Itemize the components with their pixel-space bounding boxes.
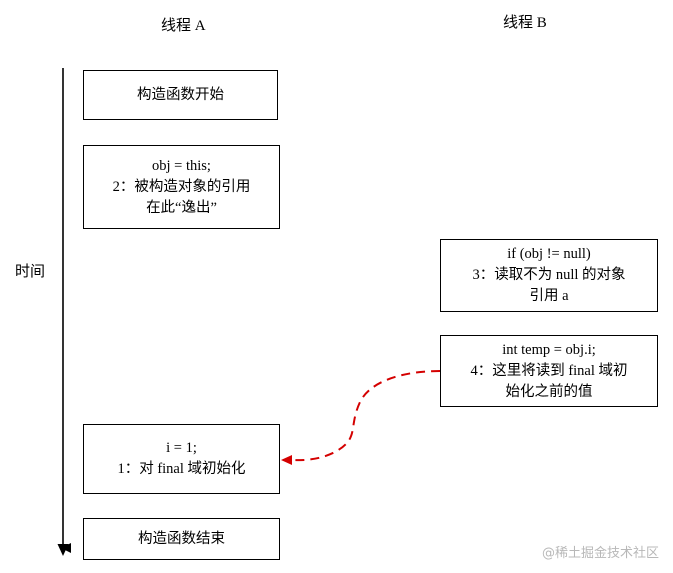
time-axis-arrowhead <box>57 544 69 556</box>
read-before-init-arrow <box>282 370 441 462</box>
box-text-line: 4：这里将读到 final 域初 <box>470 362 628 379</box>
box-text-line: 2：被构造对象的引用 <box>112 178 251 195</box>
thread-a-step-constructor-end: 构造函数结束 <box>83 518 280 560</box>
box-text-line: i = 1; <box>166 440 197 456</box>
thread-a-header: 线程 A <box>161 18 206 34</box>
box-text-line: 始化之前的值 <box>505 383 593 400</box>
read-before-init-arrowhead <box>281 455 292 465</box>
thread-b-step-read-field: int temp = obj.i; 4：这里将读到 final 域初 始化之前的… <box>440 335 658 407</box>
box-text-line: 3：读取不为 null 的对象 <box>472 267 626 283</box>
box-text-line: 在此“逸出” <box>146 199 217 216</box>
thread-a-step-final-init: i = 1; 1：对 final 域初始化 <box>83 424 280 494</box>
box-text-line: obj = this; <box>152 157 211 174</box>
thread-a-step-reference-escape: obj = this; 2：被构造对象的引用 在此“逸出” <box>83 145 280 229</box>
thread-b-step-null-check: if (obj != null) 3：读取不为 null 的对象 引用 a <box>440 239 658 312</box>
box-text-line: 构造函数开始 <box>137 86 224 103</box>
box-text-line: 构造函数结束 <box>138 530 225 547</box>
thread-a-step-constructor-start: 构造函数开始 <box>83 70 278 120</box>
time-axis-label: 时间 <box>15 264 46 280</box>
thread-b-header: 线程 B <box>503 15 547 31</box>
box-text-line: if (obj != null) <box>507 246 591 262</box>
watermark-text: @稀土掘金技术社区 <box>541 546 659 561</box>
box-text-line: 1：对 final 域初始化 <box>117 461 246 477</box>
box-text-line: 引用 a <box>529 288 569 304</box>
box-text-line: int temp = obj.i; <box>502 341 596 358</box>
